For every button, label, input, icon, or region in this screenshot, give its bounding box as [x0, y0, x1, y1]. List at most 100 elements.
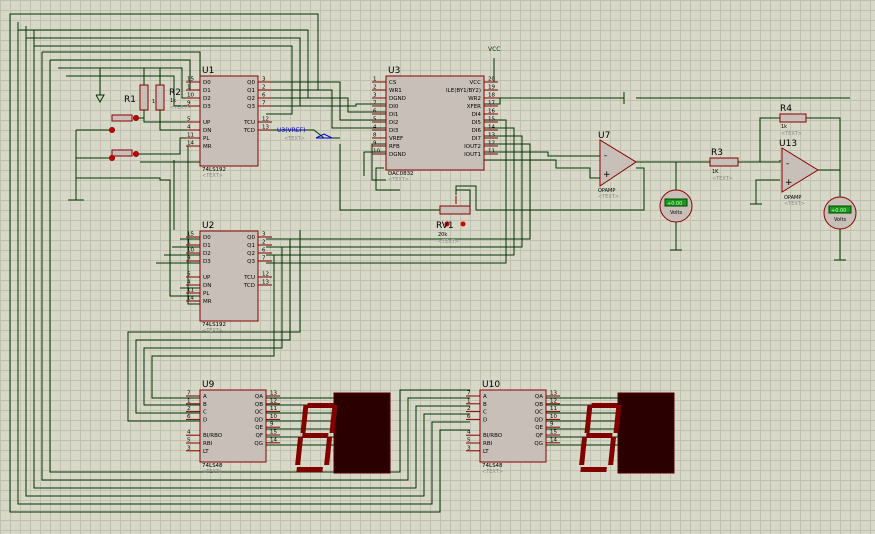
r4-ref: R4: [780, 104, 792, 114]
opamp-u13[interactable]: - + U13 OPAMP <TEXT>: [779, 139, 819, 207]
chip-u10[interactable]: U1074LS48<TEXT>7A1B2C6D4BI/RBO5RBI3LT13Q…: [466, 380, 560, 475]
r2-value: 1k: [170, 98, 176, 104]
vref-label: U3(VREF): [277, 127, 305, 134]
pushbutton-down[interactable]: [109, 149, 139, 161]
pin-name-u10-9: QE: [535, 425, 543, 431]
u7-minus: -: [604, 151, 607, 161]
pin-name-u1-4: DN: [203, 128, 211, 134]
pin-num-u3-9: 9: [373, 141, 377, 147]
vcc-label: VCC: [488, 46, 500, 53]
pin-name-u3-3: DGND: [389, 96, 406, 102]
chip-body-u3: [385, 75, 485, 171]
pin-num-u10-14: 14: [550, 437, 557, 443]
pushbutton-up[interactable]: [109, 114, 139, 133]
pin-name-u1-10: D2: [203, 96, 211, 102]
pin-num-u2-10: 10: [187, 248, 194, 254]
pin-num-u1-15: 15: [187, 77, 194, 83]
pin-name-u10-13: QA: [535, 394, 543, 400]
pin-num-u3-19: 19: [488, 85, 495, 91]
resistor-r2[interactable]: R2 1k <TEXT>: [155, 84, 191, 111]
pin-name-u3-16: DI4: [472, 112, 482, 118]
pin-num-u2-7: 7: [262, 256, 266, 262]
pin-name-u1-3: Q0: [247, 80, 255, 86]
chip-u2[interactable]: U274LS192<TEXT>15D01D110D29D35UP4DN11PL1…: [186, 221, 272, 334]
pin-name-u2-14: MR: [203, 299, 212, 305]
pin-name-u10-5: RBI: [483, 441, 493, 447]
pin-num-u2-12: 12: [262, 272, 269, 278]
pin-name-u2-9: D3: [203, 259, 211, 265]
resistor-r3[interactable]: R3 1K <TEXT>: [709, 148, 739, 182]
pin-name-u3-6: DI1: [389, 112, 398, 118]
chip-u3[interactable]: U3DAC0832<TEXT>1CS2WR13DGND7DI06DI15DI24…: [372, 66, 498, 183]
pin-name-u10-11: QC: [535, 410, 543, 416]
pin-name-u3-2: WR1: [389, 88, 402, 94]
chips-layer: U174LS192<TEXT>15D01D110D29D35UP4DN11PL1…: [186, 66, 560, 475]
pin-num-u10-1: 1: [467, 398, 471, 404]
chip-part-u3: DAC0832: [388, 171, 414, 177]
pin-num-u9-13: 13: [270, 391, 277, 397]
pin-name-u1-13: TCD: [243, 128, 255, 134]
r1-ref: R1: [124, 95, 136, 105]
pin-name-u2-4: DN: [203, 283, 211, 289]
chip-u9[interactable]: U974LS48<TEXT>7A1B2C6D4BI/RBO5RBI3LT13QA…: [186, 380, 280, 475]
r2-ref: R2: [169, 88, 181, 98]
pin-name-u3-11: IOUT1: [464, 152, 481, 158]
pin-num-u9-1: 1: [187, 398, 191, 404]
chip-part-u1: 74LS192: [202, 167, 226, 173]
pin-name-u3-4: DI3: [389, 128, 399, 134]
resistor-r1[interactable]: R1 1k: [124, 84, 158, 111]
chip-u1[interactable]: U174LS192<TEXT>15D01D110D29D35UP4DN11PL1…: [186, 66, 272, 179]
u7-ref: U7: [598, 131, 610, 141]
opamp-u7[interactable]: - + U7 OPAMP <TEXT>: [598, 131, 637, 200]
pin-name-u3-8: VREF: [389, 136, 403, 142]
pin-name-u3-18: WR2: [468, 96, 481, 102]
chip-ref-u9: U9: [202, 380, 215, 390]
seg-c: [324, 437, 333, 465]
pin-name-u2-7: Q3: [247, 259, 255, 265]
voltmeter-1[interactable]: +0.00 Volts: [659, 189, 693, 223]
pin-num-u1-12: 12: [262, 117, 269, 123]
chip-part-u9: 74LS48: [202, 463, 223, 469]
chip-ref-u1: U1: [202, 66, 214, 76]
chip-text-u10: <TEXT>: [482, 469, 503, 475]
pin-name-u10-7: A: [483, 394, 487, 400]
pin-num-u9-3: 3: [187, 445, 191, 451]
pin-num-u9-6: 6: [187, 414, 191, 420]
potentiometer-rv1[interactable]: RV1 20k <TEXT>: [436, 196, 471, 245]
resistor-r4[interactable]: R4 1k <TEXT>: [779, 104, 807, 137]
u13-text: <TEXT>: [784, 201, 805, 207]
pin-num-u9-14: 14: [270, 437, 277, 443]
pin-num-u9-10: 10: [270, 414, 277, 420]
pin-num-u3-12: 12: [488, 141, 495, 147]
pin-name-u1-12: TCU: [243, 120, 255, 126]
r3-ref: R3: [711, 148, 723, 158]
pin-num-u1-10: 10: [187, 93, 194, 99]
pin-num-u3-3: 3: [373, 93, 377, 99]
pin-num-u10-3: 3: [467, 445, 471, 451]
u13-part: OPAMP: [784, 195, 801, 201]
pin-num-u2-2: 2: [262, 240, 266, 246]
voltmeter-2[interactable]: +0.00 Volts: [823, 196, 857, 230]
pin-name-u2-13: TCD: [243, 283, 255, 289]
pin-name-u3-17: XFER: [467, 104, 481, 110]
chip-ref-u10: U10: [482, 380, 500, 390]
seg-g: [301, 433, 329, 438]
seg-f: [584, 405, 593, 433]
pin-name-u2-1: D1: [203, 243, 211, 249]
pin-name-u1-14: MR: [203, 144, 212, 150]
seg-d: [296, 467, 323, 472]
voltmeter1-reading: +0.00: [667, 201, 682, 207]
pin-num-u1-13: 13: [262, 125, 269, 131]
pin-num-u2-4: 4: [187, 280, 191, 286]
voltmeter2-unit: Volts: [834, 217, 846, 223]
pin-num-u10-6: 6: [467, 414, 471, 420]
pin-name-u2-12: TCU: [243, 275, 255, 281]
pin-name-u1-6: Q2: [247, 96, 255, 102]
pin-num-u10-7: 7: [467, 391, 471, 397]
r3-text: <TEXT>: [712, 176, 733, 182]
rv1-ref: RV1: [436, 221, 454, 231]
pin-name-u3-5: DI2: [389, 120, 398, 126]
pin-name-u10-2: C: [483, 410, 487, 416]
